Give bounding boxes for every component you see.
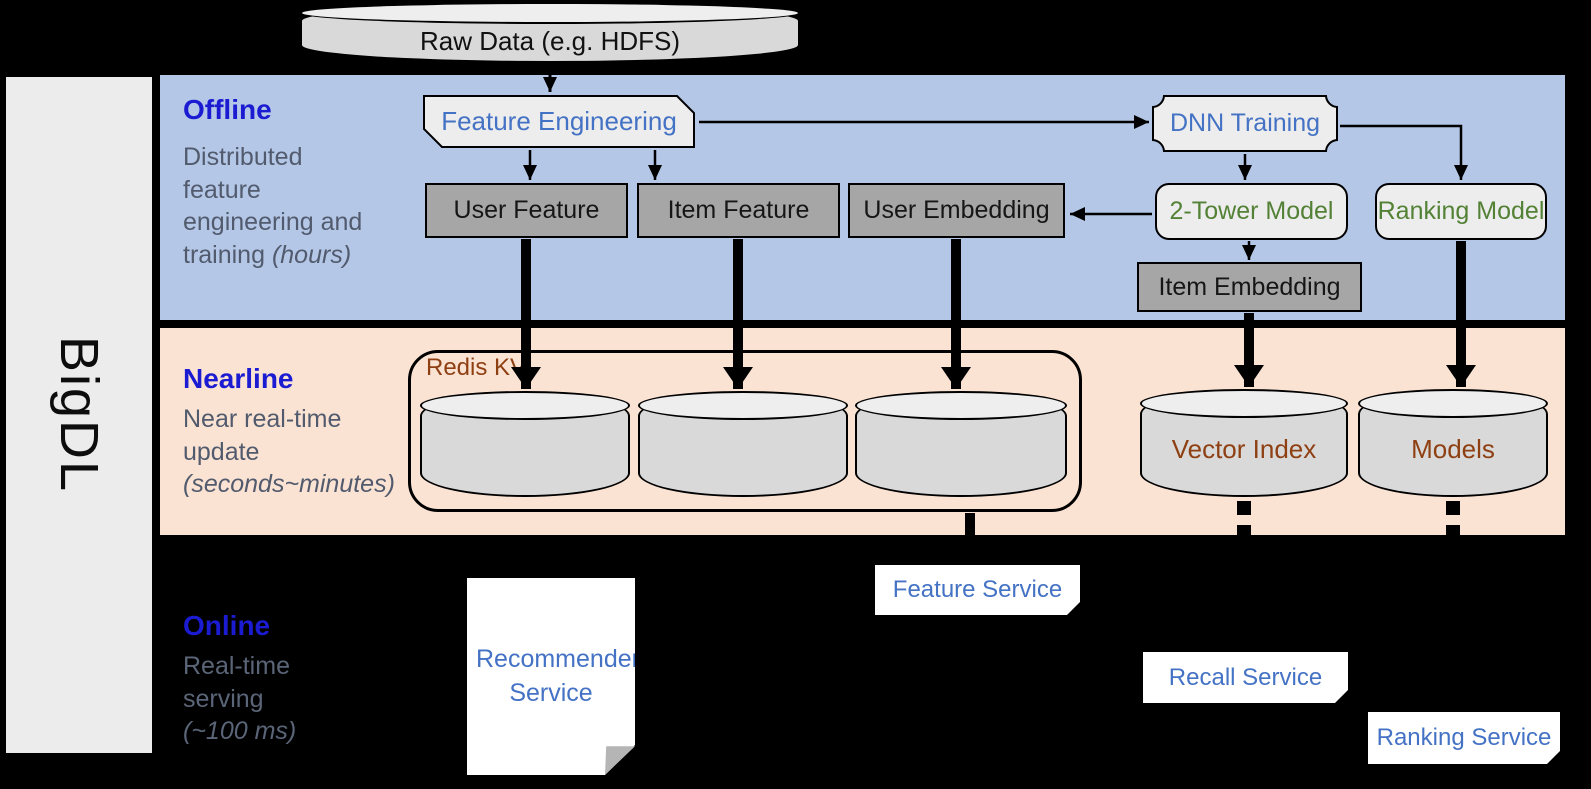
nearline-description-text: Near real-time update (183, 405, 342, 466)
recommender-service-label: Recommender Service (476, 644, 640, 707)
online-description-text: Real-time serving (183, 652, 290, 713)
item-embedding-label: Item Embedding (1158, 272, 1341, 301)
user-embedding-node: User Embedding (848, 183, 1065, 238)
online-duration: (~100 ms) (183, 717, 297, 745)
ranking-service-fold (1547, 751, 1560, 764)
kv-cylinder-3-top (855, 391, 1067, 420)
raw-data-cylinder: Raw Data (e.g. HDFS) (300, 2, 800, 63)
feature-service-label: Feature Service (892, 576, 1063, 603)
kv-cylinder-1-top (420, 391, 630, 420)
ranking-model-node: Ranking Model (1375, 183, 1547, 240)
card-shape (423, 95, 695, 148)
vector-index-cylinder-top (1140, 389, 1348, 418)
recall-service-node: Recall Service (1143, 652, 1348, 703)
ranking-service-label: Ranking Service (1376, 724, 1552, 751)
user-embedding-label: User Embedding (863, 196, 1050, 224)
item-feature-label: Item Feature (667, 196, 810, 224)
feature-service-node: Feature Service (875, 565, 1080, 615)
item-feature-node: Item Feature (637, 183, 840, 238)
two-tower-model-label: 2-Tower Model (1169, 197, 1334, 225)
redis-kv-label: Redis KV (426, 354, 527, 381)
raw-data-cylinder-top (300, 2, 800, 24)
offline-duration: (hours) (271, 240, 352, 269)
user-feature-node: User Feature (425, 183, 628, 238)
online-description: Real-time serving (~100 ms) (183, 650, 318, 748)
ranking-service-node: Ranking Service (1368, 712, 1560, 764)
recall-service-fold (1335, 690, 1348, 703)
vector-index-cylinder: Vector Index (1140, 389, 1348, 497)
two-tower-model-node: 2-Tower Model (1155, 183, 1348, 240)
offline-title: Offline (183, 94, 272, 125)
dnn-training-node: DNN Training (1152, 95, 1338, 152)
kv-cylinder-1 (420, 391, 630, 497)
kv-cylinder-3 (855, 391, 1067, 497)
user-feature-label: User Feature (453, 196, 600, 224)
models-label: Models (1411, 434, 1495, 464)
redis-kv-container (408, 350, 1082, 512)
offline-description-text: Distributed feature engineering and trai… (183, 143, 363, 269)
models-cylinder: Models (1358, 389, 1548, 497)
recommender-service-fold (605, 746, 635, 775)
vector-index-label: Vector Index (1171, 434, 1317, 464)
models-cylinder-top (1358, 389, 1548, 418)
offline-description: Distributed feature engineering and trai… (183, 141, 383, 271)
feature-service-fold (1067, 602, 1080, 615)
recommender-service-doc: Recommender Service (467, 578, 635, 775)
raw-data-label: Raw Data (e.g. HDFS) (419, 26, 681, 56)
kv-cylinder-2-top (638, 391, 848, 420)
kv-cylinder-2 (638, 391, 848, 497)
nearline-description: Near real-time update (seconds~minutes) (183, 403, 398, 501)
item-embedding-node: Item Embedding (1137, 262, 1362, 312)
bigdl-sidebar: BigDL (6, 77, 152, 753)
nearline-duration: (seconds~minutes) (183, 470, 395, 498)
dnn-training-label: DNN Training (1169, 109, 1321, 137)
recall-service-label: Recall Service (1168, 663, 1323, 691)
online-title: Online (183, 610, 271, 641)
feature-engineering-node: Feature Engineering (423, 95, 695, 148)
plaque-shape (1152, 95, 1338, 152)
bigdl-brand-label: BigDL (49, 336, 109, 494)
nearline-title: Nearline (183, 363, 294, 394)
ranking-model-label: Ranking Model (1377, 197, 1545, 225)
feature-engineering-label: Feature Engineering (441, 106, 677, 136)
